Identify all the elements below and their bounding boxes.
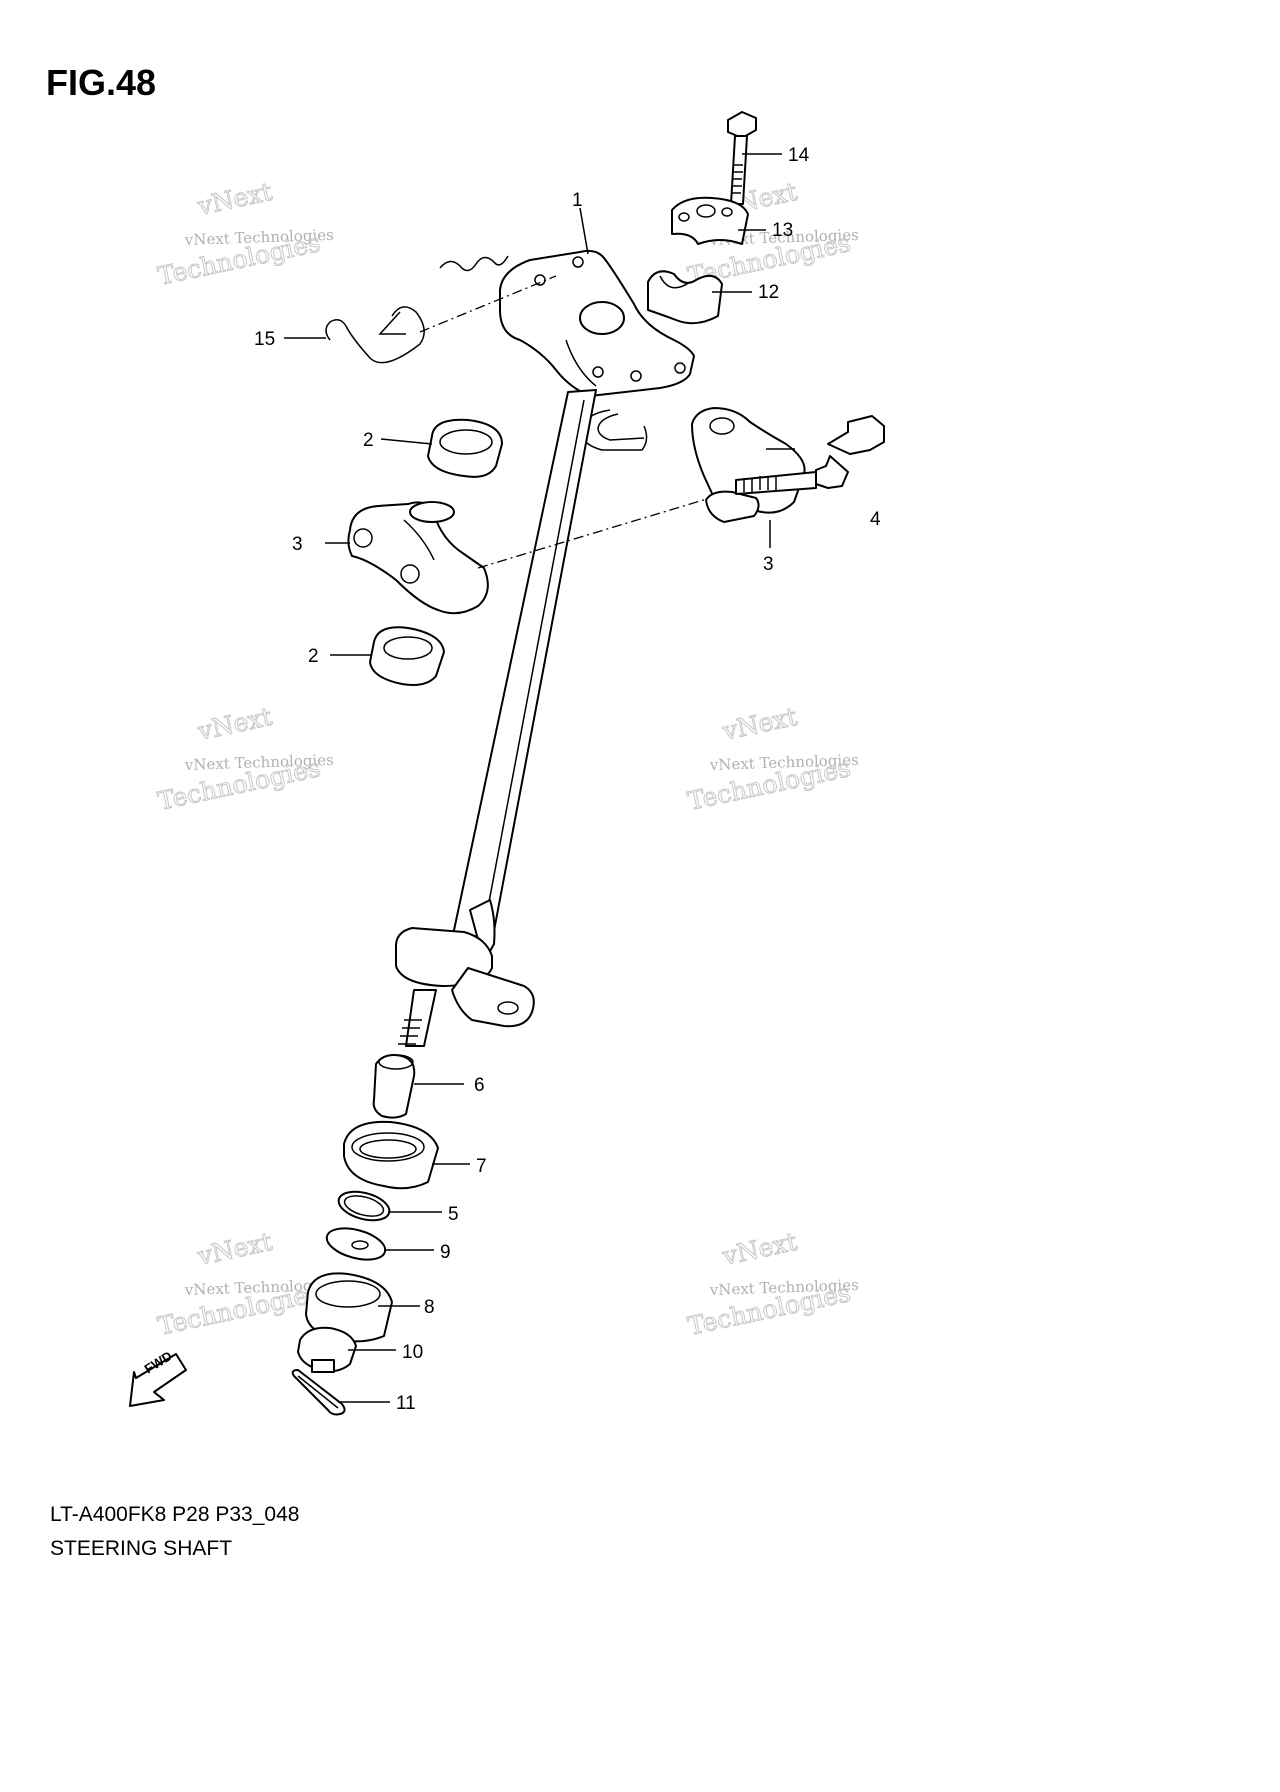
callout-13: 13: [772, 220, 793, 241]
part-3-alignment-line: [477, 497, 711, 569]
model-code: LT-A400FK8 P28 P33_048: [50, 1503, 300, 1526]
svg-text:vNext: vNext: [194, 177, 274, 221]
callout-5: 5: [448, 1204, 459, 1225]
callout-14: 14: [788, 145, 810, 166]
svg-text:vNext: vNext: [719, 1227, 799, 1271]
svg-text:vNext Technologies: vNext Technologies: [184, 751, 335, 774]
part-12-lower-clamp: [647, 270, 723, 325]
callout-labels: 1 2 3 4 3 2 6 7 5 9 8 10 11 12 13 14 15: [254, 145, 881, 1414]
diagram-caption: STEERING SHAFT: [50, 1537, 233, 1560]
callout-3-left: 3: [292, 534, 303, 555]
part-2-bushing-lower: [369, 626, 445, 686]
svg-text:vNext Technologies: vNext Technologies: [709, 751, 860, 774]
svg-text:vNext: vNext: [719, 702, 799, 746]
svg-text:vNext Technologies: vNext Technologies: [184, 226, 335, 249]
svg-text:vNext Technologies: vNext Technologies: [709, 226, 860, 249]
callout-3-right: 3: [763, 554, 774, 575]
callout-12: 12: [758, 282, 779, 303]
svg-text:vNext: vNext: [194, 1227, 274, 1271]
part-14-bolt: [727, 111, 757, 205]
part-9-washer: [325, 1227, 387, 1261]
callout-4: 4: [870, 509, 881, 530]
part-11-cotter-pin: [291, 1369, 346, 1416]
callout-8: 8: [424, 1297, 435, 1318]
callout-6: 6: [474, 1075, 485, 1096]
part-1-steering-shaft: [395, 249, 695, 1047]
part-3-holder-left: [347, 501, 489, 615]
watermark-bottom-left: vNext vNext Technologies Technologies: [155, 1226, 335, 1341]
svg-text:vNext Technologies: vNext Technologies: [709, 1276, 860, 1299]
watermark-mid-right: vNext vNext Technologies Technologies: [685, 701, 860, 816]
part-7-bearing: [343, 1120, 439, 1190]
part-5-o-ring: [337, 1190, 391, 1222]
callout-1: 1: [572, 190, 583, 211]
callout-10: 10: [402, 1342, 423, 1363]
callout-2-lower: 2: [308, 646, 319, 667]
figure-title: FIG.48: [46, 62, 157, 103]
callout-15: 15: [254, 329, 275, 350]
part-2-bushing-upper: [427, 418, 503, 478]
part-6-bushing: [372, 1054, 416, 1119]
part-15-wire-clip: [325, 255, 509, 364]
watermark-mid-left: vNext vNext Technologies Technologies: [155, 701, 335, 816]
callout-9: 9: [440, 1242, 451, 1263]
callout-11: 11: [396, 1393, 416, 1414]
watermark-bottom-right: vNext vNext Technologies Technologies: [685, 1226, 860, 1341]
callout-leaders: [284, 153, 795, 1403]
watermark-top-left: vNext vNext Technologies Technologies: [155, 176, 335, 291]
callout-2-upper: 2: [363, 430, 374, 451]
svg-text:vNext: vNext: [194, 702, 274, 746]
callout-7: 7: [476, 1156, 487, 1177]
fwd-arrow-icon: FWD: [129, 1348, 187, 1407]
part-4-bolt: [735, 415, 885, 495]
part-13-upper-clamp: [671, 196, 749, 245]
part-10-nut: [297, 1326, 357, 1373]
part-15-assembly-line: [419, 275, 557, 333]
part-3-holder-right: [691, 407, 806, 523]
svg-text:vNext Technologies: vNext Technologies: [184, 1276, 335, 1299]
